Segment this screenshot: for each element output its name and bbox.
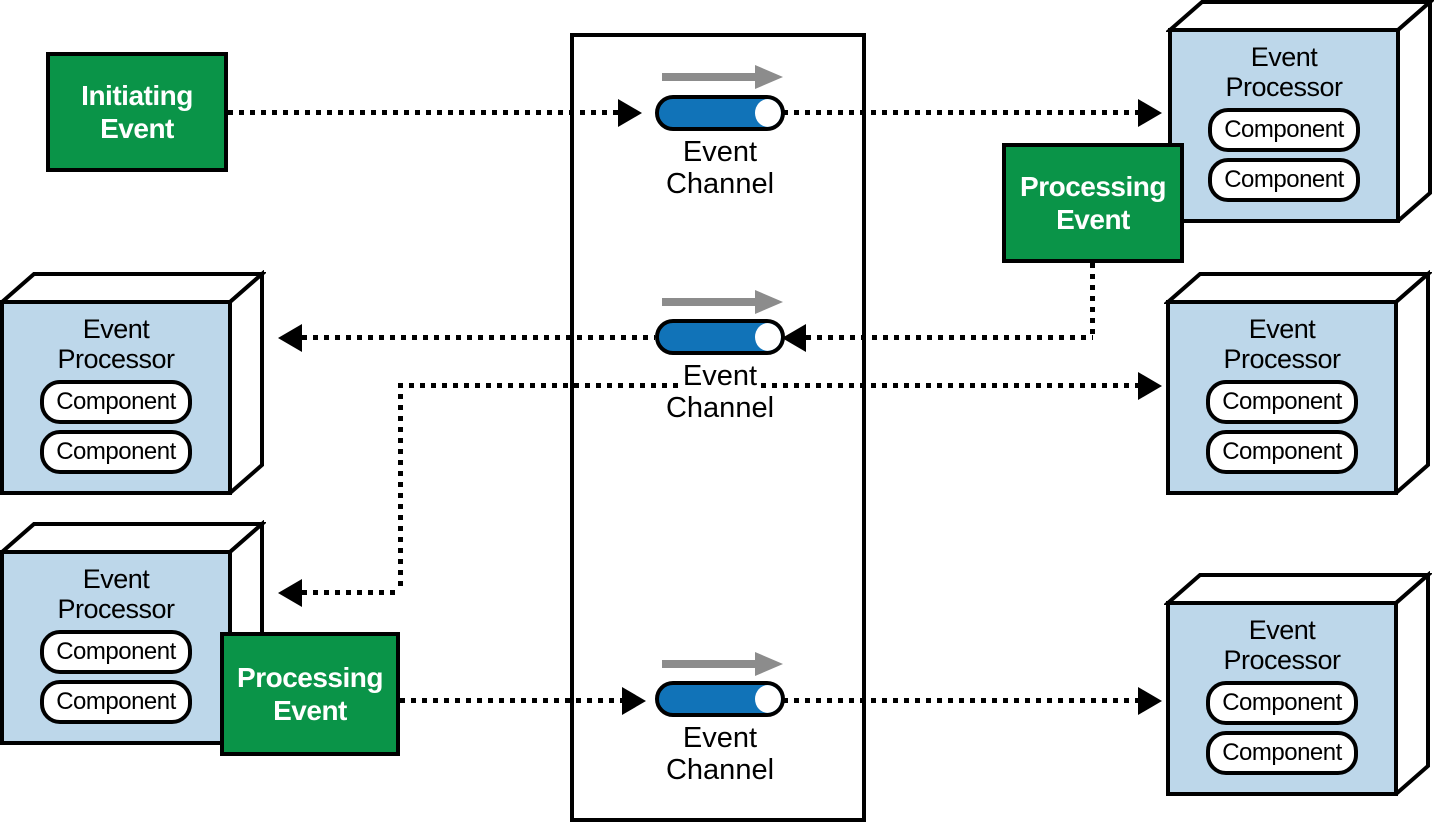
flow-direction-arrow-icon (662, 65, 783, 89)
event-channel-label-line2: Channel (661, 754, 779, 786)
event-channel-label: Event Channel (620, 360, 820, 424)
event-processor-title: Event Processor (57, 564, 175, 624)
component-label: Component (1224, 116, 1344, 143)
component-pill: Component (1206, 430, 1358, 474)
processor-3d-icon (1164, 571, 1432, 796)
cylinder-cap (755, 99, 781, 127)
component-pill: Component (1206, 681, 1358, 725)
processing-event-line2: Event (273, 695, 347, 726)
arrowhead-left-icon (278, 579, 302, 607)
dotted-connector-processing-right-to-middle-channel (806, 335, 1093, 340)
component-pill: Component (1208, 158, 1360, 202)
processor-title-line1: Event (82, 314, 150, 344)
event-processor-bottom-right: Event Processor Component Component (1164, 571, 1432, 796)
processor-title-line1: Event (1248, 314, 1316, 344)
dotted-connector-processing-left-to-bottom-channel (400, 698, 622, 703)
event-channel-label-line1: Event (678, 136, 762, 168)
event-processor-title: Event Processor (1223, 314, 1341, 374)
initiating-event-line1: Initiating (81, 80, 193, 111)
arrowhead-right-icon (622, 687, 646, 715)
dotted-connector-bottom-channel-to-processor (783, 698, 1138, 703)
event-processor-title: Event Processor (1225, 42, 1343, 102)
dotted-connector-initiating-to-top-channel (228, 110, 618, 115)
dotted-connector-middle-channel-to-left-processor (302, 335, 655, 340)
component-pill: Component (40, 430, 192, 474)
processor-content: Event Processor Component Component (1168, 603, 1396, 794)
processor-title-line2: Processor (57, 344, 175, 374)
event-processor-middle-right: Event Processor Component Component (1164, 270, 1432, 495)
cylinder-cap (755, 323, 781, 351)
component-label: Component (56, 438, 176, 465)
event-channel-label-line1: Event (678, 360, 762, 392)
flow-direction-arrow-icon (662, 290, 783, 314)
processor-title-line2: Processor (57, 594, 175, 624)
arrowhead-left-icon (782, 324, 806, 352)
event-processor-middle-left: Event Processor Component Component (0, 270, 266, 495)
component-label: Component (56, 638, 176, 665)
component-label: Component (1222, 438, 1342, 465)
processor-title-line2: Processor (1223, 344, 1341, 374)
dotted-connector-top-channel-to-processor (783, 110, 1138, 115)
arrowhead-left-icon (278, 324, 302, 352)
arrowhead-right-icon (618, 99, 642, 127)
component-label: Component (1224, 166, 1344, 193)
dotted-connector-processing-right-down (1090, 263, 1095, 339)
component-label: Component (1222, 388, 1342, 415)
component-label: Component (56, 388, 176, 415)
arrowhead-right-icon (1138, 372, 1162, 400)
processing-event-line1: Processing (1020, 171, 1166, 202)
processor-title-line2: Processor (1223, 645, 1341, 675)
event-channel-cylinder-icon (655, 681, 785, 717)
event-channel-label-line2: Channel (661, 392, 779, 424)
component-pill: Component (40, 380, 192, 424)
event-channel-label: Event Channel (620, 136, 820, 200)
processor-title-line1: Event (1250, 42, 1318, 72)
dotted-connector-fanout-to-bottom-left-processor (302, 590, 398, 595)
initiating-event-box: Initiating Event (46, 52, 228, 172)
dotted-connector-fanout-down (398, 383, 403, 592)
component-label: Component (1222, 739, 1342, 766)
cylinder-cap (755, 685, 781, 713)
event-processor-title: Event Processor (57, 314, 175, 374)
component-pill: Component (1206, 380, 1358, 424)
processor-title-line2: Processor (1225, 72, 1343, 102)
event-processor-title: Event Processor (1223, 615, 1341, 675)
component-pill: Component (1206, 731, 1358, 775)
dotted-connector-middle-channel-to-right-processor (398, 383, 1138, 388)
component-pill: Component (40, 630, 192, 674)
processing-event-box-left: Processing Event (220, 632, 400, 756)
event-channel-label-line1: Event (678, 722, 762, 754)
event-channel-cylinder-icon (655, 95, 785, 131)
processing-event-line1: Processing (237, 662, 383, 693)
arrowhead-right-icon (1138, 99, 1162, 127)
initiating-event-line2: Event (100, 113, 174, 144)
processing-event-box-right: Processing Event (1002, 143, 1184, 263)
processor-content: Event Processor Component Component (1168, 302, 1396, 493)
processor-content: Event Processor Component Component (2, 302, 230, 493)
component-pill: Component (1208, 108, 1360, 152)
event-channel-cylinder-icon (655, 319, 785, 355)
component-label: Component (1222, 689, 1342, 716)
arrowhead-right-icon (1138, 687, 1162, 715)
flow-direction-arrow-icon (662, 652, 783, 676)
event-processor-top-right: Event Processor Component Component (1166, 0, 1434, 223)
component-label: Component (56, 688, 176, 715)
event-channel-label-line2: Channel (661, 168, 779, 200)
processor-content: Event Processor Component Component (2, 552, 230, 743)
component-pill: Component (40, 680, 192, 724)
processing-event-line2: Event (1056, 204, 1130, 235)
processor-title-line1: Event (1248, 615, 1316, 645)
event-channel-label: Event Channel (620, 722, 820, 786)
processor-title-line1: Event (82, 564, 150, 594)
processor-content: Event Processor Component Component (1170, 30, 1398, 221)
